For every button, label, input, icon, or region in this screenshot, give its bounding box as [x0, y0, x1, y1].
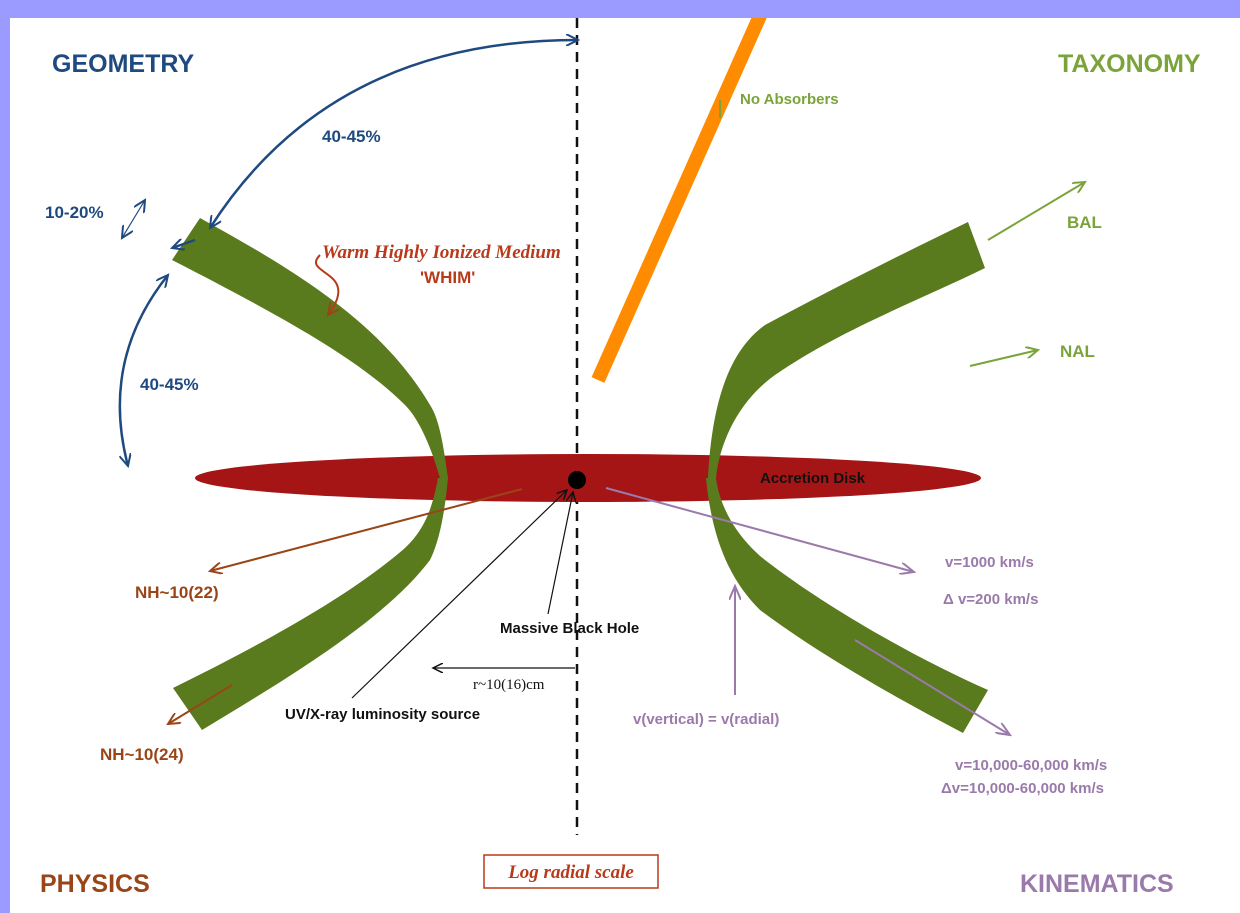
diagram-frame: Accretion Disk GEOMETRY 40-45% 10-20% 40… [10, 18, 1240, 913]
black-hole [568, 471, 586, 489]
accretion-disk-label: Accretion Disk [760, 470, 866, 487]
bal-label: BAL [1067, 213, 1102, 232]
opening-angle-top-label: 40-45% [322, 127, 381, 146]
dv-fast-label: Δv=10,000-60,000 km/s [941, 780, 1104, 797]
accretion-disk [195, 454, 981, 502]
wind-upper-left [172, 218, 448, 478]
quadrant-title-geometry: GEOMETRY [52, 50, 194, 78]
nal-arrow [969, 350, 1038, 367]
quadrant-title-taxonomy: TAXONOMY [1058, 50, 1201, 78]
quasar-structure-diagram: Accretion Disk GEOMETRY 40-45% 10-20% 40… [40, 18, 1201, 898]
whim-name: Warm Highly Ionized Medium [322, 242, 561, 263]
arrow-cone-tip [172, 240, 196, 248]
nal-label: NAL [1060, 342, 1095, 361]
quadrant-title-physics: PHYSICS [40, 870, 150, 898]
black-hole-label: Massive Black Hole [500, 620, 639, 637]
black-hole-pointer [547, 492, 573, 615]
quadrant-title-kinematics: KINEMATICS [1020, 870, 1174, 898]
wind-lower-left [173, 478, 448, 730]
fast-outflow-arrow [854, 639, 1010, 735]
pointer-line [591, 18, 767, 383]
v1000-label: v=1000 km/s [945, 554, 1034, 571]
vertical-velocity-label: v(vertical) = v(radial) [633, 711, 779, 728]
dv200-label: Δ v=200 km/s [943, 591, 1038, 608]
v1000-arrow [605, 487, 914, 572]
v-fast-label: v=10,000-60,000 km/s [955, 757, 1107, 774]
whim-abbr: 'WHIM' [420, 268, 475, 287]
nh24-label: NH~10(24) [100, 745, 184, 764]
no-absorbers-label: No Absorbers [740, 91, 839, 108]
opening-angle-bottom-arrow [118, 275, 168, 466]
nh22-label: NH~10(22) [135, 583, 219, 602]
cone-width-label: 10-20% [45, 203, 104, 222]
nh24-arrow [168, 684, 233, 724]
uv-source-label: UV/X-ray luminosity source [285, 706, 480, 723]
radius-label: r~10(16)cm [473, 677, 545, 693]
cone-width-arrow [122, 200, 145, 238]
nh22-arrow [210, 488, 523, 571]
wind-lower-right [706, 478, 988, 733]
opening-angle-bottom-label: 40-45% [140, 375, 199, 394]
log-scale-label: Log radial scale [507, 862, 634, 883]
uv-source-pointer [351, 490, 567, 699]
whim-pointer [314, 254, 338, 315]
log-scale-box [483, 854, 659, 889]
bal-arrow [987, 182, 1085, 241]
wind-upper-right [708, 222, 985, 478]
opening-angle-top-arrow [210, 40, 578, 228]
